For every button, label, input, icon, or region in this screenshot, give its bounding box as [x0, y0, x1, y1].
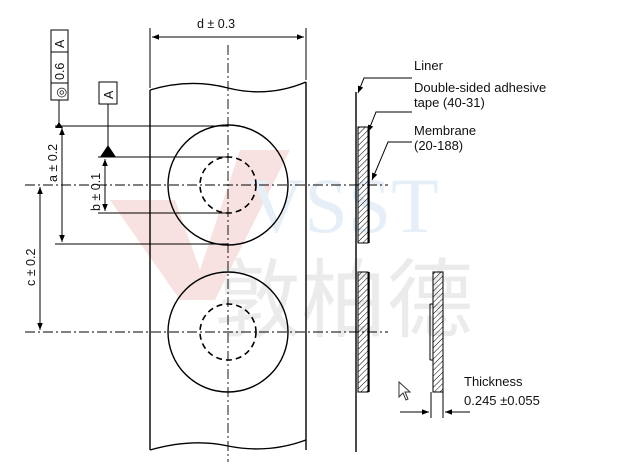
watermark: VSST 敦柏德 [110, 150, 473, 351]
dimension-c-label: c ± 0.2 [24, 249, 38, 286]
tape-label-line2: tape (40-31) [414, 95, 485, 110]
upper-tape-layer [357, 126, 369, 244]
concentricity-icon: ◎ [54, 87, 68, 98]
dimension-a: a ± 0.2 [46, 128, 65, 242]
cursor-icon [398, 380, 412, 401]
liner-label: Liner [414, 58, 444, 73]
dimension-d: d ± 0.3 [149, 17, 307, 88]
lower-tape-layer [357, 271, 369, 393]
dimension-b-label: b ± 0.1 [89, 173, 103, 211]
dimension-c: c ± 0.2 [24, 187, 43, 330]
tolerance-datum: A [53, 39, 67, 48]
thickness-value: 0.245 ±0.055 [464, 393, 540, 408]
membrane-label-line1: Membrane [414, 123, 476, 138]
dimension-b: b ± 0.1 [89, 159, 108, 211]
cross-section [355, 92, 470, 452]
tolerance-frame: A 0.6 ◎ [50, 29, 69, 128]
watermark-logo-mark [110, 150, 290, 300]
datum-a-label: A [102, 90, 116, 99]
watermark-latin: VSST [248, 162, 439, 249]
membrane-label-line2: (20-188) [414, 138, 463, 153]
datum-a: A [98, 81, 118, 157]
tape-label-line1: Double-sided adhesive [414, 80, 546, 95]
dimension-d-label: d ± 0.3 [197, 17, 235, 31]
dimension-a-label: a ± 0.2 [46, 144, 60, 182]
lower-hole [167, 271, 289, 393]
extension-lines [55, 125, 228, 245]
thickness-label: Thickness [464, 374, 523, 389]
tolerance-value: 0.6 [53, 63, 67, 80]
detail-layer [432, 271, 444, 393]
leaders [357, 77, 412, 181]
